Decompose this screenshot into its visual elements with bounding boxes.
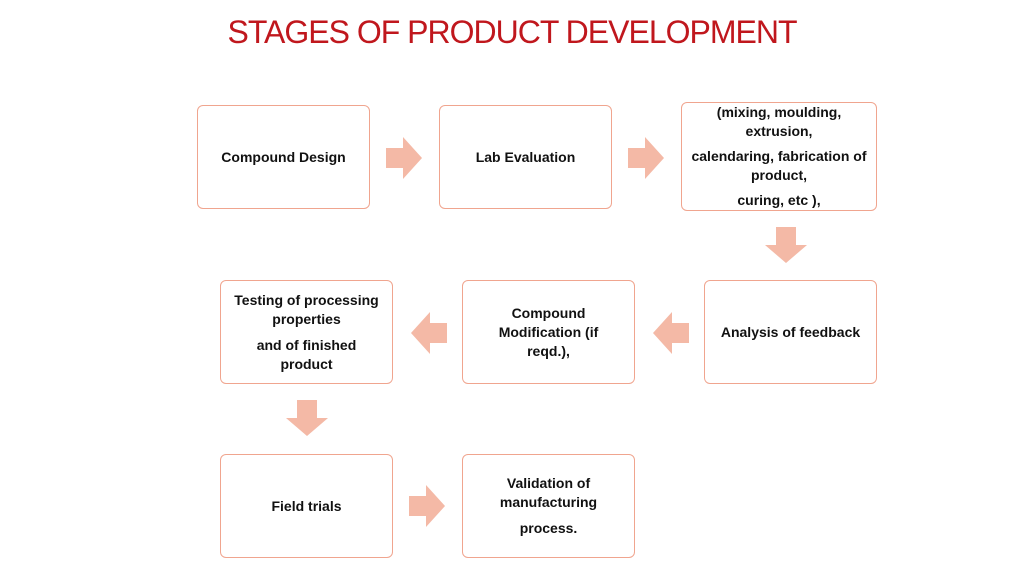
step-label: curing, etc ), xyxy=(737,192,821,208)
arrow-left-icon xyxy=(411,312,447,354)
step-label: and of finished product xyxy=(256,336,357,372)
arrow-down-icon xyxy=(765,227,807,263)
step-validation: Validation of manufacturing process. xyxy=(462,454,635,558)
step-processing: (mixing, moulding, extrusion, calendarin… xyxy=(681,102,877,211)
arrow-right-icon xyxy=(628,137,664,179)
step-label: Lab Evaluation xyxy=(475,148,576,165)
step-label: (mixing, moulding, extrusion, xyxy=(716,104,842,139)
step-label: Field trials xyxy=(271,497,342,514)
step-label: Validation of manufacturing xyxy=(499,475,598,510)
step-analysis-of-feedback: Analysis of feedback xyxy=(704,280,877,384)
arrow-left-icon xyxy=(653,312,689,354)
step-label: Compound Modification (if reqd.), xyxy=(498,304,599,359)
step-label: Analysis of feedback xyxy=(720,323,861,340)
step-lab-evaluation: Lab Evaluation xyxy=(439,105,612,209)
step-field-trials: Field trials xyxy=(220,454,393,558)
step-compound-modification: Compound Modification (if reqd.), xyxy=(462,280,635,384)
step-label: Testing of processing properties xyxy=(234,291,379,327)
arrow-down-icon xyxy=(286,400,328,436)
page-title: STAGES OF PRODUCT DEVELOPMENT xyxy=(227,14,797,50)
step-label: process. xyxy=(519,520,578,536)
step-compound-design: Compound Design xyxy=(197,105,370,209)
step-label: calendaring, fabrication of product, xyxy=(691,148,867,183)
step-label: Compound Design xyxy=(221,148,346,165)
arrow-right-icon xyxy=(386,137,422,179)
arrow-right-icon xyxy=(409,485,445,527)
step-testing: Testing of processing properties and of … xyxy=(220,280,393,384)
